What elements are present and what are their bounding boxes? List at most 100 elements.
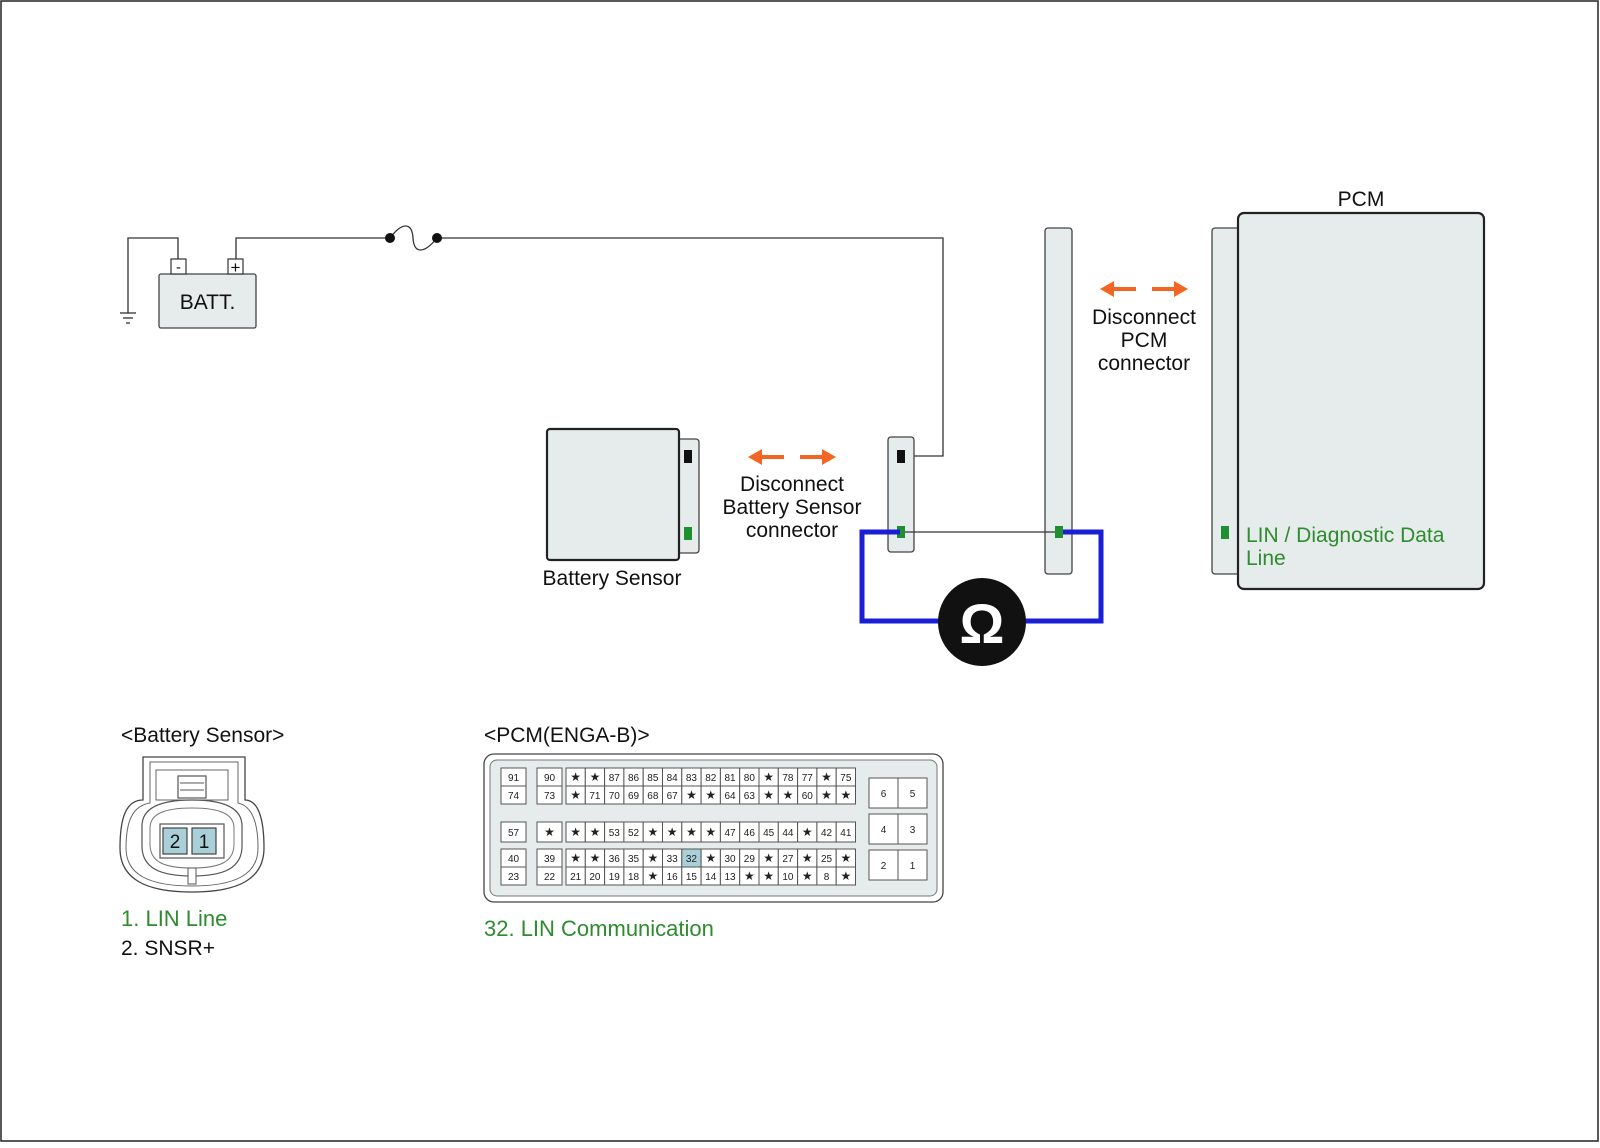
pcm-pin-label: 18 [628, 872, 640, 883]
pcm-pin-label: ★ [840, 788, 851, 802]
pcm-pin-label: ★ [647, 825, 658, 839]
pcm-pin-label: 40 [508, 854, 520, 865]
sensor-pin-1 [191, 827, 217, 855]
sensor-connector-face [119, 756, 265, 893]
pcm-pin-label: ★ [840, 869, 851, 883]
pcm-pin-label: 3 [910, 825, 916, 836]
ohmmeter-icon: Ω [938, 578, 1026, 666]
pcm-pin-label: 46 [744, 828, 756, 839]
sensor-pin-2 [162, 827, 188, 855]
pcm-pin-label: ★ [705, 825, 716, 839]
pcm-pin-label: ★ [590, 825, 601, 839]
pcm-pin-label: 78 [782, 773, 794, 784]
pcm: PCM LIN / Diagnostic Data Line [1211, 188, 1486, 591]
pcm-pin-label: ★ [647, 869, 658, 883]
pcm-pin-label: 53 [609, 828, 621, 839]
pcm-pin-cell [868, 777, 899, 809]
pcm-pin-label: 13 [724, 872, 736, 883]
pcm-pin-label: 27 [782, 854, 794, 865]
harness-pin-black [897, 450, 905, 463]
pcm-pin-label: 74 [508, 791, 520, 802]
pcm-pin-label: ★ [802, 851, 813, 865]
pcm-pin-label: 45 [763, 828, 775, 839]
sensor-connector-title: <Battery Sensor> [121, 724, 284, 747]
pcm-pin-label: ★ [763, 770, 774, 784]
pcm-pin-label: 80 [744, 773, 756, 784]
pcm-pin-cell [897, 813, 928, 845]
pcm-pin-label: 81 [724, 773, 736, 784]
pcm-pin-label: 6 [881, 789, 887, 800]
pcm-pin-cell [500, 866, 527, 886]
pcm-body [1236, 211, 1486, 591]
pcm-pin-label: 10 [782, 872, 794, 883]
pcm-pin-label: 35 [628, 854, 640, 865]
pcm-pin-label: 41 [840, 828, 852, 839]
pcm-pin-label: ★ [763, 788, 774, 802]
pcm-pin-green [1221, 526, 1229, 539]
battery-sensor: Battery Sensor [543, 427, 700, 590]
ohmmeter-symbol: Ω [960, 592, 1005, 655]
pcm-pin-label: 20 [589, 872, 601, 883]
pcm-pin-label: 33 [667, 854, 679, 865]
pcm-disconnect-line1: Disconnect [1092, 306, 1196, 329]
pcm-pin-label: 44 [782, 828, 794, 839]
pcm-pin-label: ★ [783, 788, 794, 802]
pcm-pin-cell [536, 866, 563, 886]
pcm-pin-label: ★ [821, 788, 832, 802]
pcm-pin-label: 87 [609, 773, 621, 784]
pcm-disconnect-line3: connector [1098, 352, 1190, 375]
pcm-pin-label: 67 [667, 791, 679, 802]
pcm-pin-label: 84 [667, 773, 679, 784]
sensor-pin-1-label: 1 [199, 832, 210, 853]
battery-sensor-body [545, 427, 681, 562]
pcm-pin-cell [897, 849, 928, 881]
sensor-legend-2: 2. SNSR+ [121, 937, 215, 960]
pcm-pin-label: 32 [686, 854, 698, 865]
pcm-pin-label: 90 [544, 773, 556, 784]
pcm-pin-label: ★ [667, 825, 678, 839]
pcm-pin-label: ★ [802, 825, 813, 839]
fuse-icon [385, 225, 442, 251]
pcm-title: PCM [1338, 188, 1385, 211]
pcm-pin-cell [536, 785, 563, 805]
pcm-pin-cell [835, 866, 857, 886]
pcm-pin-label: 91 [508, 773, 520, 784]
pcm-pin-label: ★ [821, 770, 832, 784]
pcm-pin-label: 57 [508, 828, 520, 839]
pcm-pin-label: ★ [686, 825, 697, 839]
pcm-pin-label: ★ [840, 851, 851, 865]
pcm-pin-label: 14 [705, 872, 717, 883]
pcm-pin-label: 16 [667, 872, 679, 883]
sensor-pin-green [684, 527, 692, 540]
pcm-disconnect-line2: PCM [1121, 329, 1168, 352]
ohmmeter-lead-left [859, 529, 942, 624]
pcm-pin-label: 77 [802, 773, 814, 784]
pcm-lin-label-line2: Line [1246, 547, 1286, 570]
pcm-pin-label: ★ [544, 825, 555, 839]
pcm-pin-label: 69 [628, 791, 640, 802]
pcm-pin-label: ★ [590, 851, 601, 865]
double-arrow-icon [1100, 281, 1188, 297]
pcm-pin-label: ★ [763, 851, 774, 865]
pcm-pin-label: ★ [763, 869, 774, 883]
pcm-pin-label: 30 [724, 854, 736, 865]
battery-minus-terminal [170, 258, 187, 275]
battery-sensor-label: Battery Sensor [543, 567, 682, 590]
pcm-pin-label: 23 [508, 872, 520, 883]
pcm-pin-label: 1 [910, 861, 916, 872]
harness-pin-green [897, 526, 905, 538]
harness-pcm-pin-green [1055, 526, 1063, 538]
pcm-lin-label-line1: LIN / Diagnostic Data [1246, 524, 1445, 547]
sensor-pin-black [684, 450, 692, 463]
pcm-connector-title: <PCM(ENGA-B)> [484, 724, 650, 747]
pcm-pin-label: 21 [570, 872, 582, 883]
pcm-pin-label: 25 [821, 854, 833, 865]
pcm-pin-label: ★ [647, 851, 658, 865]
pcm-pin-cell [536, 821, 563, 843]
sensor-disconnect-line2: Battery Sensor [723, 496, 862, 519]
pcm-pin-label: ★ [686, 788, 697, 802]
harness-connector-sensor-side [887, 436, 915, 553]
pcm-pin-label: 19 [609, 872, 621, 883]
pcm-pin-label: ★ [802, 869, 813, 883]
